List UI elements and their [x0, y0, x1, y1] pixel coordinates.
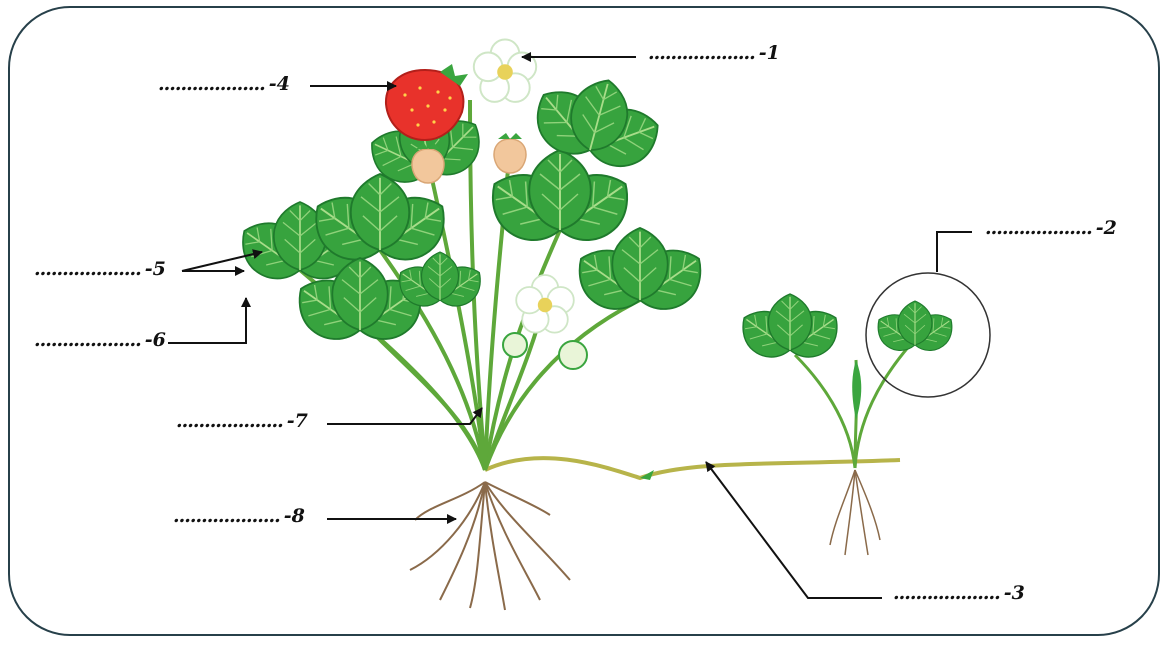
label-2-blank: ................... — [985, 217, 1092, 239]
label-1: ...................-1 — [648, 42, 780, 64]
label-7: ...................-7 — [176, 410, 308, 432]
label-7-blank: ................... — [176, 410, 283, 432]
label-6: ...................-6 — [34, 329, 166, 351]
main-roots — [410, 482, 570, 610]
label-5-blank: ................... — [34, 258, 141, 280]
label-1-blank: ................... — [648, 42, 755, 64]
buds — [503, 333, 587, 369]
arrow-3 — [706, 462, 882, 598]
flower-top — [474, 40, 536, 102]
flower-middle — [516, 275, 574, 333]
label-6-blank: ................... — [34, 329, 141, 351]
label-8-number: -8 — [284, 505, 305, 527]
runner-stolon — [485, 458, 900, 478]
label-3-blank: ................... — [893, 582, 1000, 604]
label-4: ...................-4 — [158, 73, 290, 95]
unripe-berry-1 — [412, 143, 444, 183]
label-8: ...................-8 — [173, 505, 305, 527]
label-6-number: -6 — [145, 329, 166, 351]
label-4-blank: ................... — [158, 73, 265, 95]
arrow-6 — [168, 298, 246, 343]
label-2-number: -2 — [1096, 217, 1117, 239]
label-4-number: -4 — [269, 73, 290, 95]
unripe-berry-2 — [494, 133, 526, 173]
label-3-number: -3 — [1004, 582, 1025, 604]
label-5: ...................-5 — [34, 258, 166, 280]
daughter-plant — [732, 294, 961, 555]
arrow-2 — [937, 232, 972, 272]
label-1-number: -1 — [759, 42, 780, 64]
label-8-blank: ................... — [173, 505, 280, 527]
label-5-number: -5 — [145, 258, 166, 280]
label-2: ...................-2 — [985, 217, 1117, 239]
label-3: ...................-3 — [893, 582, 1025, 604]
label-7-number: -7 — [287, 410, 308, 432]
